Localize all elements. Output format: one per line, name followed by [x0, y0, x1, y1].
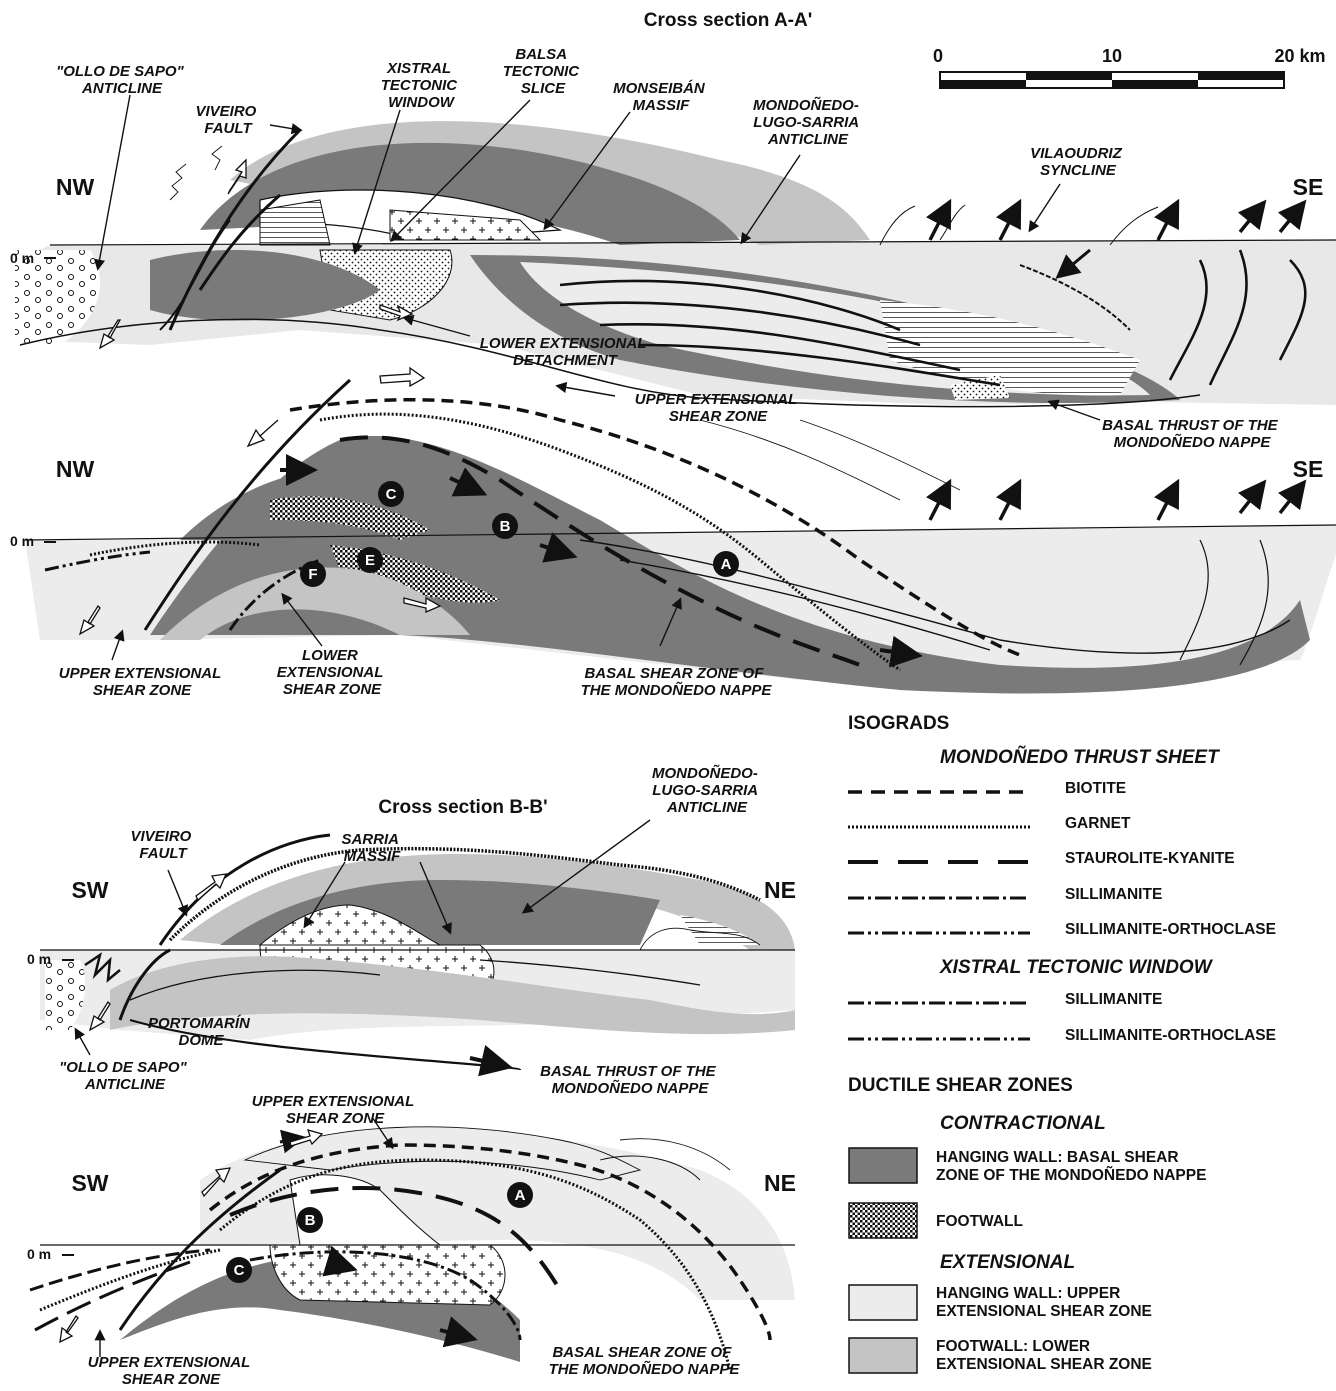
section-bb-upper-sw: SW	[71, 877, 108, 903]
legend-hanging-wall-upper: HANGING WALL: UPPER EXTENSIONAL SHEAR ZO…	[849, 1285, 1152, 1320]
label-upper-shear-aa-top: UPPER EXTENSIONAL SHEAR ZONE	[635, 391, 801, 425]
legend-hanging-wall-basal: HANGING WALL: BASAL SHEAR ZONE OF THE MO…	[849, 1148, 1206, 1184]
section-bb-lower-sw: SW	[71, 1170, 108, 1196]
section-aa-lower-zero: 0 m	[10, 533, 34, 549]
marker-b-bb: B	[297, 1207, 323, 1233]
svg-text:SILLIMANITE-ORTHOCLASE: SILLIMANITE-ORTHOCLASE	[1065, 921, 1276, 938]
scale-bar: 0 10 20 km	[933, 46, 1326, 88]
marker-b-aa: B	[492, 513, 518, 539]
legend-isograd-biotite: BIOTITE	[848, 780, 1126, 797]
legend-xistral-sillimanite: SILLIMANITE	[848, 991, 1162, 1008]
label-ollo-de-sapo-aa: "OLLO DE SAPO" ANTICLINE	[56, 63, 188, 97]
label-vilaoudriz: VILAOUDRIZ SYNCLINE	[1030, 145, 1126, 179]
label-viveiro-fault-bb: VIVEIRO FAULT	[130, 828, 195, 862]
label-lower-shear-aa: LOWER EXTENSIONAL SHEAR ZONE	[277, 647, 388, 698]
svg-text:E: E	[365, 552, 375, 569]
svg-text:BIOTITE: BIOTITE	[1065, 780, 1126, 797]
marker-c-bb: C	[226, 1257, 252, 1283]
legend-isograd-garnet: GARNET	[848, 815, 1131, 832]
section-bb: Cross section B-B' 0 m	[27, 764, 796, 1388]
marker-a-bb: A	[507, 1182, 533, 1208]
scale-tick-20: 20 km	[1274, 46, 1325, 66]
marker-a-aa: A	[713, 551, 739, 577]
legend: ISOGRADS MONDOÑEDO THRUST SHEET BIOTITE …	[848, 713, 1276, 1373]
svg-text:STAUROLITE-KYANITE: STAUROLITE-KYANITE	[1065, 850, 1235, 867]
legend-isograd-sillimanite-orthoclase: SILLIMANITE-ORTHOCLASE	[848, 921, 1276, 938]
label-balsa-slice: BALSA TECTONIC SLICE	[503, 46, 584, 97]
legend-xistral-heading: XISTRAL TECTONIC WINDOW	[939, 957, 1214, 978]
legend-extensional-heading: EXTENSIONAL	[940, 1252, 1075, 1273]
label-mondonedo-anticline-aa: MONDOÑEDO- LUGO-SARRIA ANTICLINE	[753, 96, 863, 148]
svg-text:A: A	[721, 556, 732, 573]
label-ollo-de-sapo-bb: "OLLO DE SAPO" ANTICLINE	[59, 1059, 191, 1093]
legend-mondonedo-heading: MONDOÑEDO THRUST SHEET	[940, 746, 1220, 768]
svg-text:FOOTWALL: FOOTWALL	[936, 1213, 1023, 1230]
section-aa-upper-zero: 0 m	[10, 250, 34, 266]
svg-text:F: F	[308, 566, 317, 583]
svg-text:B: B	[500, 518, 511, 535]
section-aa-lower-se: SE	[1293, 456, 1324, 482]
legend-xistral-sillimanite-orthoclase: SILLIMANITE-ORTHOCLASE	[848, 1027, 1276, 1044]
section-bb-lower-geology: 0 m	[27, 1127, 795, 1370]
label-monseiban: MONSEIBÁN MASSIF	[613, 80, 709, 114]
svg-text:SILLIMANITE: SILLIMANITE	[1065, 886, 1162, 903]
legend-isograd-staurolite: STAUROLITE-KYANITE	[848, 850, 1235, 867]
section-bb-lower-zero: 0 m	[27, 1246, 51, 1262]
scale-tick-10: 10	[1102, 46, 1122, 66]
svg-text:HANGING WALL: UPPER EX: HANGING WALL: UPPER EXTENSIONAL SHEAR ZO…	[936, 1285, 1152, 1320]
legend-footwall-lower: FOOTWALL: LOWER EXTENSIONAL SHEAR ZONE	[849, 1338, 1152, 1373]
section-aa-lower-nw: NW	[56, 456, 95, 482]
svg-text:SILLIMANITE: SILLIMANITE	[1065, 991, 1162, 1008]
section-bb-title: Cross section B-B'	[378, 797, 547, 818]
scale-tick-0: 0	[933, 46, 943, 66]
svg-text:C: C	[234, 1262, 245, 1279]
label-upper-shear-bb-bottom: UPPER EXTENSIONAL SHEAR ZONE	[88, 1354, 254, 1388]
label-basal-thrust-aa: BASAL THRUST OF THE MONDOÑEDO NAPPE	[1102, 417, 1282, 451]
svg-text:C: C	[386, 486, 397, 503]
legend-shear-heading: DUCTILE SHEAR ZONES	[848, 1075, 1073, 1096]
section-aa-upper-nw: NW	[56, 174, 95, 200]
legend-contractional-heading: CONTRACTIONAL	[940, 1113, 1106, 1134]
svg-text:A: A	[515, 1187, 526, 1204]
marker-e-aa: E	[357, 547, 383, 573]
label-basal-shear-bb: BASAL SHEAR ZONE OF THE MONDOÑEDO NAPPE	[549, 1344, 741, 1378]
section-bb-upper-ne: NE	[764, 877, 796, 903]
label-basal-thrust-bb: BASAL THRUST OF THE MONDOÑEDO NAPPE	[540, 1063, 720, 1097]
section-aa-title: Cross section A-A'	[644, 10, 813, 31]
label-basal-shear-aa: BASAL SHEAR ZONE OF THE MONDOÑEDO NAPPE	[581, 665, 773, 699]
svg-text:HANGING WALL: BASAL SHEAR: HANGING WALL: BASAL SHEAR ZONE OF THE MO…	[936, 1149, 1206, 1184]
label-upper-shear-bb-top: UPPER EXTENSIONAL SHEAR ZONE	[252, 1093, 418, 1127]
label-viveiro-fault-aa: VIVEIRO FAULT	[195, 103, 260, 137]
marker-f-aa: F	[300, 561, 326, 587]
svg-text:SILLIMANITE-ORTHOCLASE: SILLIMANITE-ORTHOCLASE	[1065, 1027, 1276, 1044]
section-aa: Cross section A-A' 0 10 20 km	[10, 10, 1336, 699]
svg-text:B: B	[305, 1212, 316, 1229]
label-sarria-massif: SARRIA MASSIF	[341, 831, 402, 865]
section-aa-upper-geology: 0 m	[10, 121, 1336, 406]
label-upper-shear-aa-bottom: UPPER EXTENSIONAL SHEAR ZONE	[59, 665, 225, 699]
legend-footwall-contractional: FOOTWALL	[849, 1203, 1023, 1238]
svg-text:GARNET: GARNET	[1065, 815, 1131, 832]
section-bb-upper-geology: 0 m	[27, 835, 795, 1070]
legend-isograd-sillimanite: SILLIMANITE	[848, 886, 1162, 903]
svg-text:FOOTWALL: LOWER EXTENS: FOOTWALL: LOWER EXTENSIONAL SHEAR ZONE	[936, 1338, 1152, 1373]
label-mondonedo-anticline-bb: MONDOÑEDO- LUGO-SARRIA ANTICLINE	[652, 764, 762, 816]
section-bb-upper-zero: 0 m	[27, 951, 51, 967]
label-xistral-window: XISTRAL TECTONIC WINDOW	[381, 60, 462, 111]
legend-isograds-heading: ISOGRADS	[848, 713, 949, 734]
section-aa-upper-se: SE	[1293, 174, 1324, 200]
section-bb-lower-ne: NE	[764, 1170, 796, 1196]
marker-c-aa: C	[378, 481, 404, 507]
